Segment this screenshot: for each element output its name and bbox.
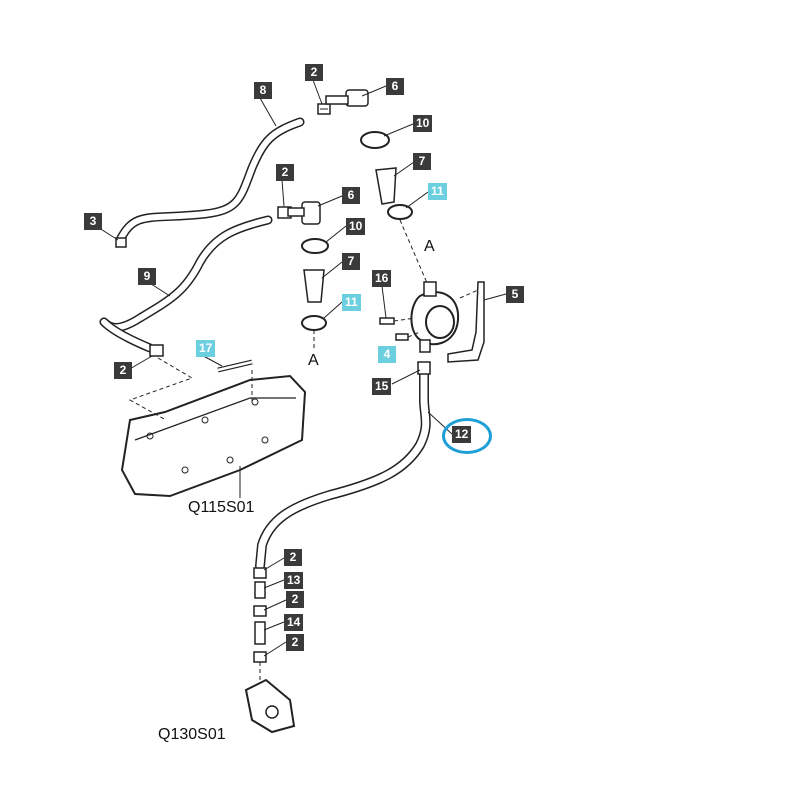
- clamp-2-low3: [253, 651, 267, 663]
- hose-8: [115, 117, 305, 245]
- caption-q115s01: Q115S01: [188, 499, 255, 516]
- separator-assembly: [410, 281, 485, 363]
- callout-16[interactable]: 16: [372, 270, 392, 287]
- callout-9[interactable]: 9: [138, 268, 156, 285]
- engine-port-q130: [244, 678, 296, 734]
- clamp-11-top: [387, 204, 413, 220]
- clamp-10-top: [360, 131, 390, 149]
- callout-12[interactable]: 12: [452, 426, 472, 443]
- bolt-4: [395, 333, 409, 341]
- callout-13[interactable]: 13: [284, 572, 304, 589]
- connection-mark-a-upper: A: [424, 238, 435, 255]
- rocker-cover: [120, 374, 307, 498]
- callout-10[interactable]: 10: [346, 218, 366, 235]
- callout-4[interactable]: 4: [378, 346, 396, 363]
- selected-callout-ring: [442, 418, 492, 454]
- clamp-2-low2: [253, 605, 267, 617]
- callout-2[interactable]: 2: [114, 362, 132, 379]
- fitting-13: [254, 581, 266, 599]
- caption-q130s01: Q130S01: [158, 726, 226, 743]
- callout-5[interactable]: 5: [506, 286, 524, 303]
- clamp-3: [115, 237, 127, 248]
- clamp-11-mid: [301, 315, 327, 331]
- callout-6[interactable]: 6: [386, 78, 404, 95]
- tee-6-top: [325, 89, 369, 107]
- tee-6-mid: [287, 201, 321, 225]
- callout-11[interactable]: 11: [342, 294, 361, 311]
- callout-7[interactable]: 7: [413, 153, 431, 170]
- sleeve-7-mid: [303, 269, 325, 303]
- callout-11[interactable]: 11: [428, 183, 447, 200]
- clamp-2-low1: [253, 567, 267, 579]
- callout-10[interactable]: 10: [413, 115, 433, 132]
- callout-3[interactable]: 3: [84, 213, 102, 230]
- callout-2[interactable]: 2: [305, 64, 323, 81]
- clamp-2-top: [317, 103, 331, 115]
- hose-9: [99, 215, 273, 332]
- connection-mark-a-lower: A: [308, 352, 319, 369]
- callout-7[interactable]: 7: [342, 253, 360, 270]
- clamp-15: [417, 361, 431, 375]
- clamp-2-left: [149, 344, 164, 357]
- callout-2[interactable]: 2: [286, 591, 304, 608]
- callout-17[interactable]: 17: [196, 340, 216, 357]
- callout-2[interactable]: 2: [286, 634, 304, 651]
- sleeve-7-top: [375, 167, 397, 205]
- callout-2[interactable]: 2: [276, 164, 294, 181]
- callout-6[interactable]: 6: [342, 187, 360, 204]
- hose-14: [254, 621, 266, 645]
- clamp-10-mid: [301, 238, 329, 254]
- bolt-16: [379, 317, 395, 325]
- callout-15[interactable]: 15: [372, 378, 392, 395]
- callout-2[interactable]: 2: [284, 549, 302, 566]
- callout-8[interactable]: 8: [254, 82, 272, 99]
- callout-14[interactable]: 14: [284, 614, 304, 631]
